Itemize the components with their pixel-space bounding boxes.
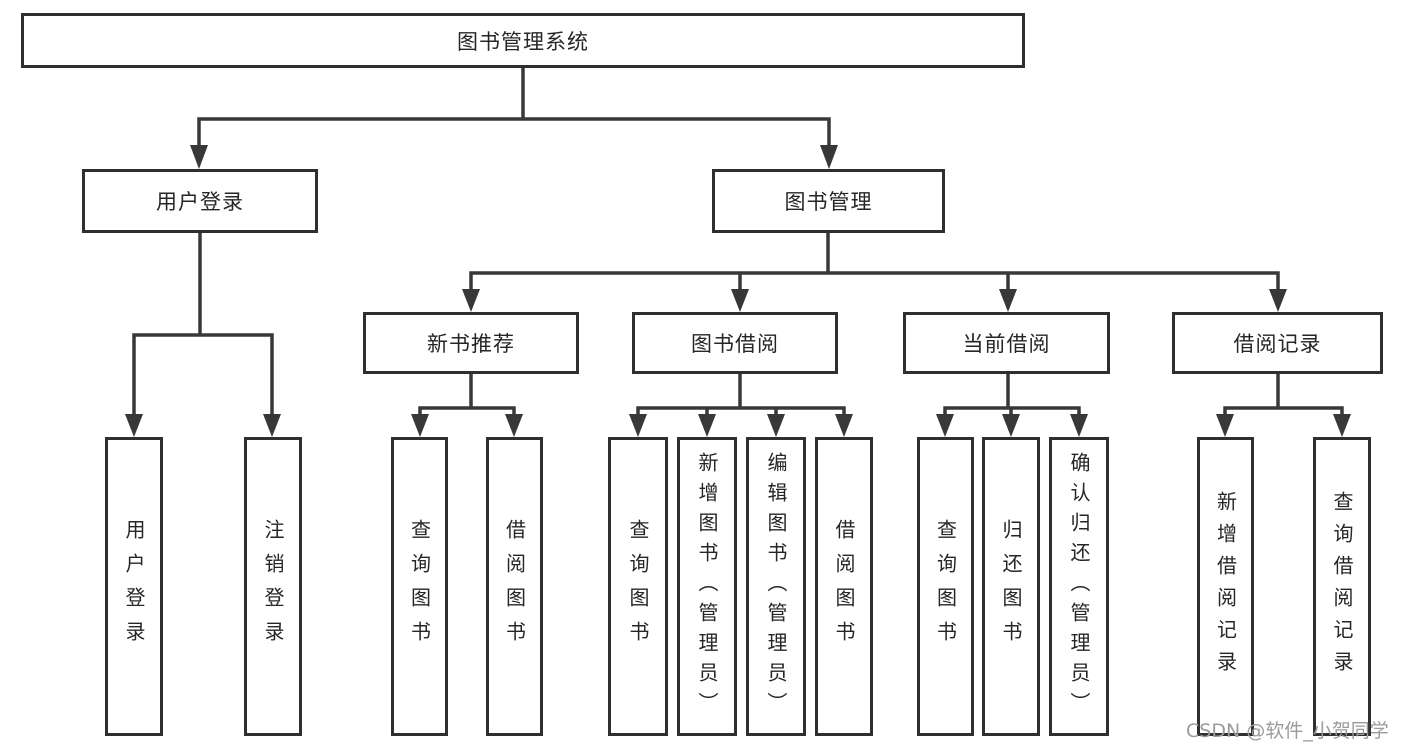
leaf-borrow-books-recommend: 借阅图书 (486, 437, 543, 736)
node-new-book-recommendation: 新书推荐 (363, 312, 579, 374)
node-user-login: 用户登录 (82, 169, 318, 233)
node-label: 新增图书（管理员） (695, 451, 719, 722)
leaf-confirm-return-admin: 确认归还（管理员） (1049, 437, 1109, 736)
node-label: 图书借阅 (691, 332, 779, 356)
node-label: 新书推荐 (427, 332, 515, 356)
node-label: 查询图书 (407, 518, 432, 655)
node-label: 查询图书 (933, 518, 958, 655)
node-current-borrowing: 当前借阅 (903, 312, 1110, 374)
node-label: 图书管理系统 (457, 29, 589, 54)
node-label: 用户登录 (122, 518, 146, 655)
node-label: 借阅图书 (832, 518, 856, 655)
leaf-query-books-current: 查询图书 (917, 437, 974, 736)
watermark-text: CSDN @软件_小贺同学 (1186, 720, 1389, 742)
node-label: 当前借阅 (962, 332, 1051, 356)
node-label: 借阅记录 (1233, 332, 1322, 356)
leaf-add-book-admin: 新增图书（管理员） (677, 437, 737, 736)
node-book-borrowing: 图书借阅 (632, 312, 838, 374)
node-book-management: 图书管理 (712, 169, 945, 233)
node-label: 确认归还（管理员） (1067, 451, 1091, 722)
node-label: 新增借阅记录 (1213, 490, 1238, 683)
leaf-return-books: 归还图书 (982, 437, 1040, 736)
leaf-logout: 注销登录 (244, 437, 302, 736)
leaf-add-borrow-record: 新增借阅记录 (1197, 437, 1254, 736)
node-label: 用户登录 (156, 190, 244, 214)
node-label: 查询图书 (626, 518, 650, 655)
leaf-query-books-borrow: 查询图书 (608, 437, 668, 736)
node-label: 借阅图书 (502, 518, 527, 655)
leaf-user-login: 用户登录 (105, 437, 163, 736)
node-library-management-system: 图书管理系统 (21, 13, 1025, 68)
leaf-edit-book-admin: 编辑图书（管理员） (746, 437, 806, 736)
node-label: 图书管理 (784, 190, 873, 214)
node-label: 编辑图书（管理员） (764, 451, 788, 722)
leaf-query-books-recommend: 查询图书 (391, 437, 448, 736)
node-label: 归还图书 (999, 518, 1023, 655)
leaf-query-borrow-record: 查询借阅记录 (1313, 437, 1371, 736)
node-borrowing-records: 借阅记录 (1172, 312, 1383, 374)
node-label: 注销登录 (261, 518, 285, 655)
node-label: 查询借阅记录 (1330, 490, 1354, 683)
leaf-borrow-books: 借阅图书 (815, 437, 873, 736)
